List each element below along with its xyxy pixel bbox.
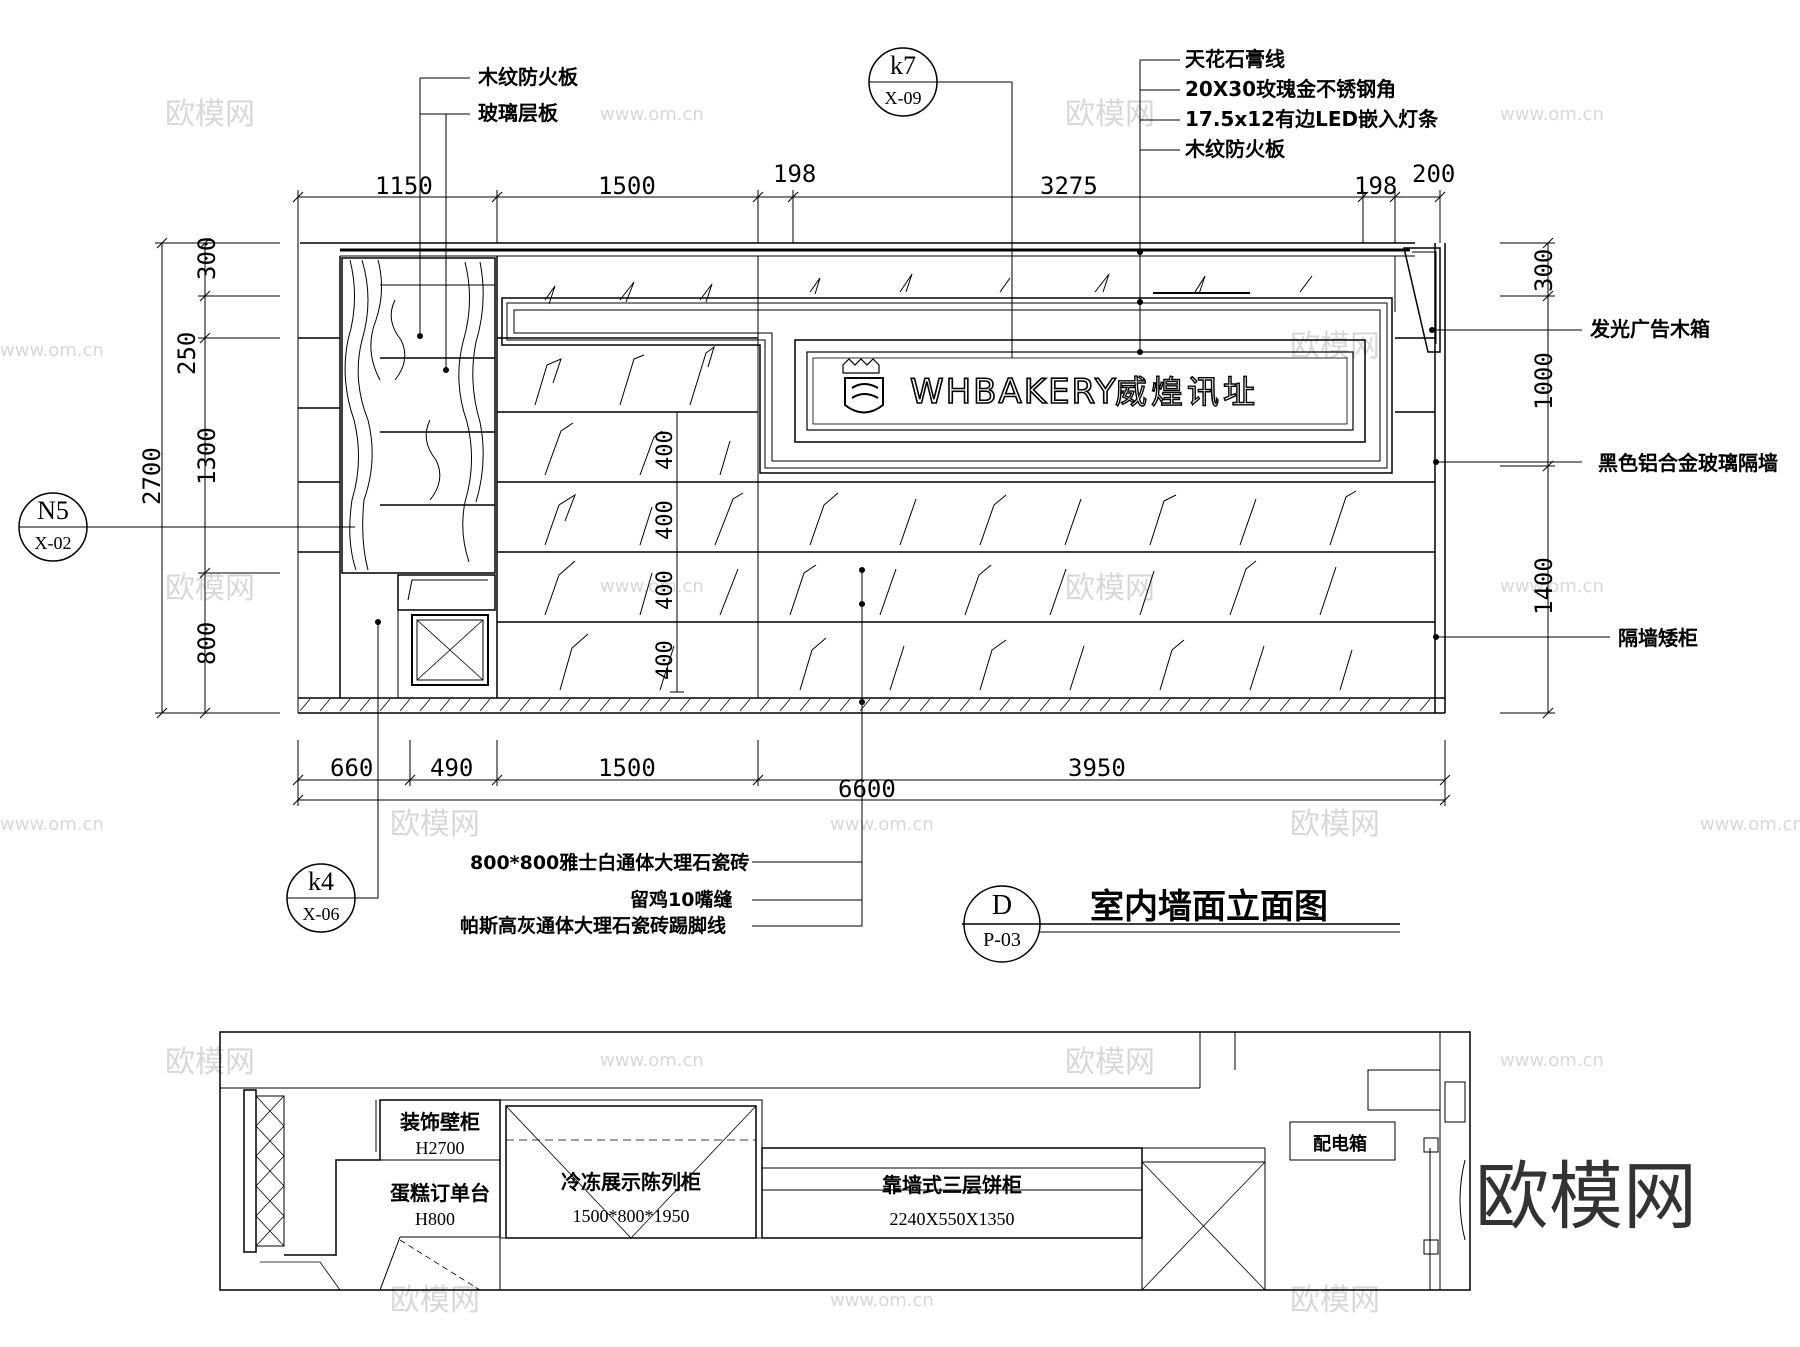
plan-shelf-name: 靠墙式三层饼柜 [882, 1173, 1022, 1197]
plan-cabinet-size: H2700 [416, 1138, 465, 1158]
dim-tile-2: 400 [653, 500, 678, 540]
dim-top-5: 198 [1354, 172, 1397, 200]
label-led-strip: 17.5x12有边LED嵌入灯条 [1185, 107, 1439, 131]
leader-dots [375, 249, 1439, 705]
plan-freezer-name: 冷冻展示陈列柜 [561, 1170, 701, 1194]
dim-bottom-2: 490 [430, 754, 473, 782]
annotation-labels: 木纹防火板 玻璃层板 天花石膏线 20X30玫瑰金不锈钢角 17.5x12有边L… [460, 47, 1778, 937]
marker-k7: k7 X-09 [868, 47, 938, 117]
leader-lines [87, 59, 1610, 927]
watermark-text: 欧模网 [1065, 571, 1155, 606]
label-steel-corner: 20X30玫瑰金不锈钢角 [1185, 77, 1396, 101]
watermark-url: www.om.cn [830, 814, 934, 835]
dim-top-4: 3275 [1040, 172, 1098, 200]
label-glass-shelf: 玻璃层板 [478, 101, 559, 125]
watermark-text: 欧模网 [165, 1045, 255, 1080]
watermark-url: www.om.cn [600, 576, 704, 597]
dim-bottom-4: 3950 [1068, 754, 1126, 782]
label-light-box: 发光广告木箱 [1589, 317, 1710, 341]
title-mark-letter: D [992, 890, 1012, 921]
watermark-url: www.om.cn [0, 814, 104, 835]
marker-k4-id: k4 [308, 867, 334, 896]
dim-tile-1: 400 [653, 430, 678, 470]
dim-top-6: 200 [1412, 160, 1455, 188]
watermark-text: 欧模网 [1290, 1283, 1380, 1318]
watermark-text: 欧模网 [165, 97, 255, 132]
marker-n5-ref: X-02 [35, 533, 72, 553]
sign-panel [794, 339, 1366, 443]
watermark-text: 欧模网 [1065, 97, 1155, 132]
dim-bottom-1: 660 [330, 754, 373, 782]
light-box [1153, 247, 1441, 353]
label-marble-tile: 800*800雅士白通体大理石瓷砖 [470, 851, 749, 874]
watermark-url: www.om.cn [1500, 1050, 1604, 1071]
dimension-text: 1150 1500 198 3275 198 200 660 490 1500 … [138, 160, 1558, 803]
dim-left-4: 800 [193, 622, 221, 665]
watermark-text: 欧模网 [390, 1283, 480, 1318]
marker-k7-id: k7 [890, 51, 916, 80]
plan-counter-size: H800 [415, 1209, 455, 1229]
dim-left-total: 2700 [138, 447, 166, 505]
label-wood-panel-2: 木纹防火板 [1184, 137, 1286, 161]
plan-counter-name: 蛋糕订单台 [390, 1181, 490, 1205]
label-glass-partition: 黑色铝合金玻璃隔墙 [1598, 451, 1778, 475]
dim-left-2: 250 [173, 332, 201, 375]
dim-right-1: 300 [1530, 249, 1558, 292]
title-mark-ref: P-03 [983, 929, 1021, 951]
watermark-url: www.om.cn [600, 104, 704, 125]
dim-total: 6600 [838, 775, 896, 803]
dim-right-2: 1000 [1530, 352, 1558, 410]
dim-top-2: 1500 [598, 172, 656, 200]
watermark-url: www.om.cn [830, 1290, 934, 1311]
dim-right-3: 1400 [1530, 557, 1558, 615]
watermark-url: www.om.cn [1700, 814, 1800, 835]
dimension-lines [155, 190, 1555, 806]
plan-freezer-size: 1500*800*1950 [573, 1206, 690, 1226]
drawing-title-block: D P-03 室内墙面立面图 [962, 885, 1400, 963]
watermark-logo: 欧模网 [1475, 1154, 1697, 1240]
watermark-url: www.om.cn [1500, 104, 1604, 125]
brand-name: WHBAKERY [910, 372, 1118, 412]
plan-cabinet-name: 装饰壁柜 [399, 1110, 480, 1134]
label-grout: 留鸡10嘴缝 [630, 888, 732, 911]
marker-k7-ref: X-09 [885, 88, 922, 108]
elevation-wall [297, 242, 1446, 714]
dim-bottom-3: 1500 [598, 754, 656, 782]
watermark-url: www.om.cn [0, 340, 104, 361]
floor-plan: 装饰壁柜 H2700 蛋糕订单台 H800 冷冻展示陈列柜 1500*800*1… [219, 1031, 1471, 1291]
watermark-text: 欧模网 [1290, 807, 1380, 842]
dim-top-1: 1150 [375, 172, 433, 200]
plan-box-name: 配电箱 [1313, 1133, 1367, 1155]
brand-name-cn: 威煌讯址 [1115, 373, 1259, 411]
marker-k4: k4 X-06 [286, 863, 356, 933]
marker-n5: N5 X-02 [18, 492, 88, 562]
drawing-title: 室内墙面立面图 [1090, 887, 1328, 927]
label-low-cabinet: 隔墙矮柜 [1618, 626, 1698, 650]
watermark-url: www.om.cn [600, 1050, 704, 1071]
dim-tile-3: 400 [653, 570, 678, 610]
watermark-text: 欧模网 [1065, 1045, 1155, 1080]
watermark-url: www.om.cn [1500, 576, 1604, 597]
label-skirting: 帕斯高灰通体大理石瓷砖踢脚线 [460, 914, 726, 937]
crown-icon [842, 358, 880, 374]
watermark-text: 欧模网 [390, 807, 480, 842]
marker-k4-ref: X-06 [303, 904, 340, 924]
wood-cabinet [341, 257, 496, 698]
plan-shelf-size: 2240X550X1350 [890, 1209, 1015, 1229]
label-ceiling-molding: 天花石膏线 [1185, 47, 1285, 71]
label-wood-panel: 木纹防火板 [477, 65, 579, 89]
marker-n5-id: N5 [37, 496, 69, 525]
skirting-hatch [299, 698, 1431, 712]
watermark-text: 欧模网 [1290, 329, 1380, 364]
dim-left-1: 300 [193, 237, 221, 280]
brand-sign: WHBAKERY 威煌讯址 [842, 358, 1259, 414]
marble-texture [534, 273, 1357, 691]
dim-tile-4: 400 [653, 640, 678, 680]
dim-top-3: 198 [773, 160, 816, 188]
watermark-text: 欧模网 [165, 571, 255, 606]
dim-left-3: 1300 [193, 427, 221, 485]
shield-icon [844, 377, 884, 414]
